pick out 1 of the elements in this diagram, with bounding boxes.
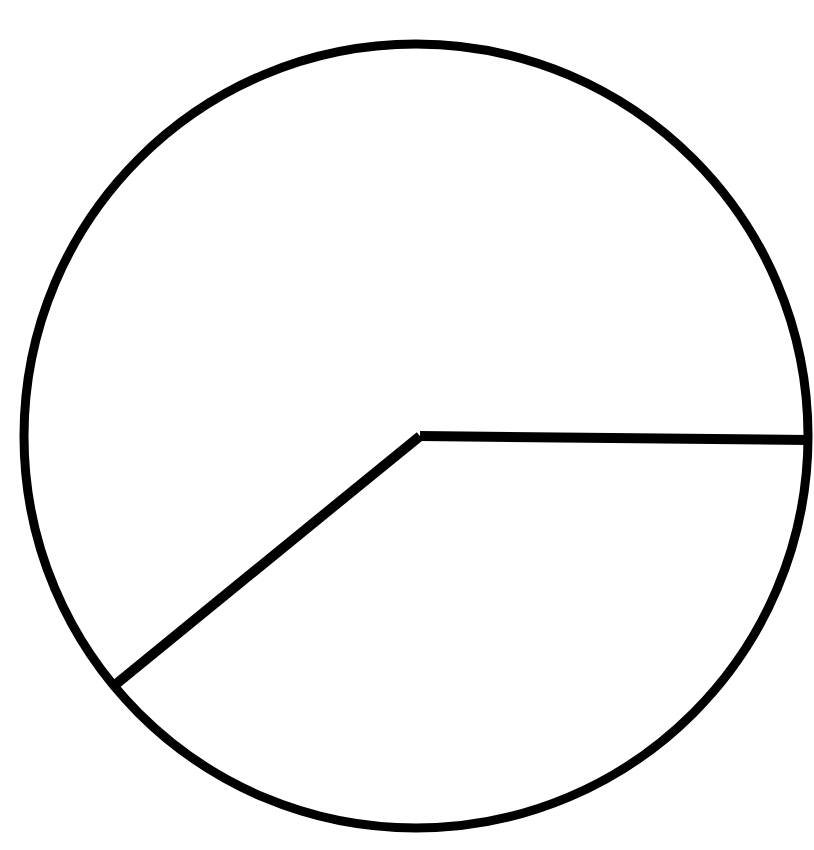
sector-circle [19,39,813,833]
